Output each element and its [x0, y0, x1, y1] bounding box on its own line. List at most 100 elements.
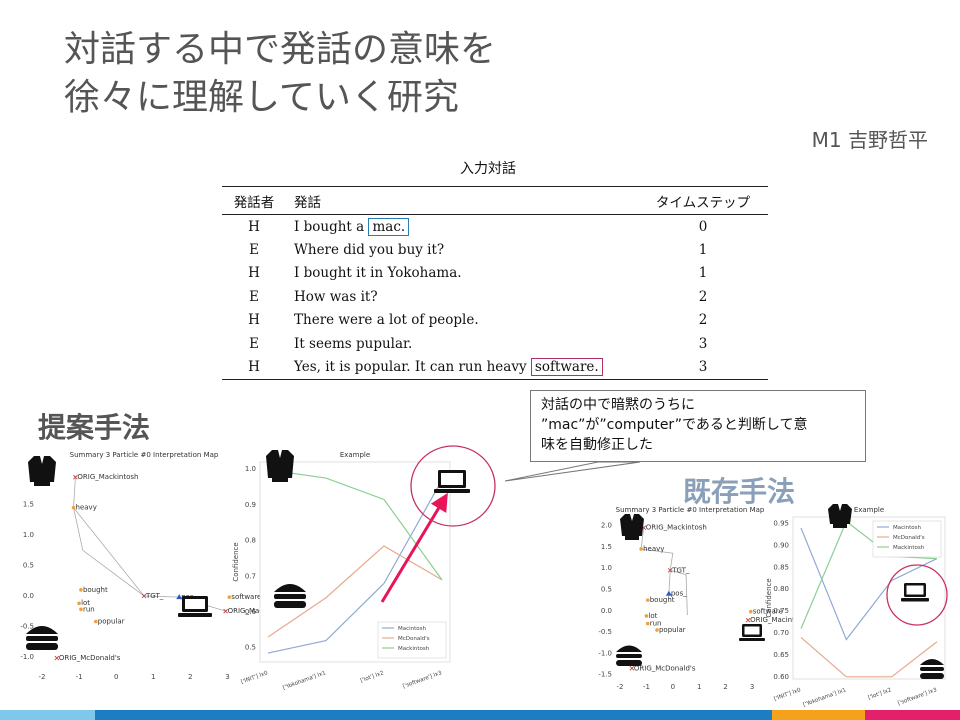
data-point — [667, 567, 673, 573]
y-tick-label: -1.0 — [598, 649, 612, 657]
x-tick-label: -1 — [643, 683, 650, 691]
slide-title: 対話する中で発話の意味を 徐々に理解していく研究 — [64, 26, 496, 122]
y-tick-label: 0.7 — [245, 572, 256, 580]
data-point — [639, 547, 643, 551]
dialogue-header-row: 発話者 発話 タイムステップ — [222, 186, 768, 215]
data-point — [79, 588, 83, 592]
y-tick-label: 0.80 — [773, 585, 789, 593]
chart-title: Example — [854, 506, 884, 514]
row-utterance: I bought a mac. — [286, 215, 638, 239]
row-speaker: H — [222, 355, 286, 380]
header-timestep: タイムステップ — [638, 186, 768, 215]
y-tick-label: 0.8 — [245, 537, 256, 545]
existing-interpretation-map: Summary 3 Particle #0 Interpretation Map… — [588, 505, 803, 695]
data-point — [665, 590, 672, 596]
point-label: pos_ — [181, 593, 197, 601]
legend-label: Mackintosh — [893, 545, 925, 551]
row-timestep: 1 — [698, 241, 708, 258]
x-tick-label: 1 — [697, 683, 701, 691]
y-tick-label: 0.75 — [773, 607, 789, 615]
data-point — [644, 614, 649, 618]
row-timestep: 2 — [698, 312, 708, 329]
row-timestep: 3 — [638, 355, 768, 380]
data-point — [54, 655, 60, 661]
point-label: software — [231, 593, 261, 601]
series-line — [800, 636, 938, 678]
y-tick-label: 0.0 — [601, 607, 612, 615]
x-tick-label: ['Yokohama'] lx1 — [282, 670, 327, 691]
data-point — [176, 594, 183, 600]
callout-line-3: 味を自動修正した — [541, 437, 653, 453]
point-label: bought — [83, 586, 108, 594]
proposed-conf-svg: Example0.50.60.70.80.91.0Confidence['INI… — [232, 451, 451, 691]
point-label: lot — [81, 599, 90, 607]
y-tick-label: 0.65 — [773, 651, 789, 659]
x-tick-label: -2 — [39, 673, 46, 681]
x-tick-label: 2 — [188, 673, 192, 681]
data-point — [77, 601, 81, 606]
utterance-text: Where did you buy it? — [294, 241, 445, 258]
point-label: TGT_ — [145, 592, 164, 600]
dialogue-row: H There were a lot of people. 2 — [222, 309, 768, 333]
y-tick-label: 0.5 — [245, 644, 256, 652]
point-label: ORIG_Macintos — [750, 616, 803, 624]
y-tick-label: 0.70 — [773, 629, 789, 637]
legend-label: McDonald's — [893, 535, 925, 541]
utterance-text: It seems pupular. — [294, 335, 413, 352]
row-timestep: 3 — [698, 335, 708, 352]
row-utterance: Where did you buy it? — [286, 238, 638, 262]
y-tick-label: 0.95 — [773, 520, 789, 528]
y-tick-label: -0.5 — [20, 622, 34, 630]
point-label: heavy — [643, 545, 664, 553]
row-utterance: Yes, it is popular. It can run heavy sof… — [286, 355, 638, 380]
y-axis-label: Confidence — [232, 542, 240, 581]
x-tick-label: ['INIT'] lx0 — [773, 687, 802, 702]
row-utterance: There were a lot of people. — [286, 309, 638, 333]
x-tick-label: 1 — [151, 673, 155, 681]
utterance-text: There were a lot of people. — [294, 312, 479, 329]
y-tick-label: -1.0 — [20, 653, 34, 661]
proposed-map-svg: Summary 3 Particle #0 Interpretation Map… — [20, 451, 280, 681]
dialogue-row: E Where did you buy it? 1 — [222, 238, 768, 262]
x-tick-label: 2 — [723, 683, 727, 691]
data-point — [655, 628, 659, 632]
data-point — [645, 598, 650, 602]
data-point — [223, 608, 228, 614]
row-speaker: H — [248, 312, 260, 329]
highlighted-word: software. — [530, 358, 603, 376]
data-point — [141, 593, 147, 599]
legend-label: Macintosh — [398, 626, 427, 632]
y-tick-label: 0.5 — [601, 585, 612, 593]
row-speaker: E — [249, 241, 259, 258]
data-point — [645, 621, 650, 626]
y-tick-label: 0.60 — [773, 673, 789, 681]
series-line — [800, 520, 938, 629]
trajectory-line — [668, 570, 671, 594]
data-point — [79, 607, 83, 612]
row-timestep: 2 — [698, 288, 708, 305]
chart-title: Example — [340, 451, 370, 459]
y-tick-label: -1.5 — [598, 671, 612, 679]
row-utterance: How was it? — [286, 285, 638, 309]
data-point — [745, 617, 751, 623]
x-tick-label: 0 — [114, 673, 118, 681]
bar-segment-light-blue — [0, 710, 95, 720]
data-point — [748, 609, 753, 614]
point-label: ORIG_McDonald's — [59, 654, 121, 662]
bar-segment-blue — [95, 710, 772, 720]
title-line-1: 対話する中で発話の意味を — [64, 29, 497, 70]
y-axis-label: Confidence — [765, 578, 773, 617]
legend-label: McDonald's — [398, 636, 430, 642]
x-tick-label: -2 — [617, 683, 624, 691]
point-label: ORIG_McDonald's — [634, 664, 696, 672]
x-tick-label: ['lot'] lx2 — [360, 670, 385, 684]
row-timestep: 0 — [698, 218, 708, 235]
row-utterance: It seems pupular. — [286, 332, 638, 356]
y-tick-label: 2 — [30, 470, 34, 478]
point-label: run — [650, 620, 662, 628]
